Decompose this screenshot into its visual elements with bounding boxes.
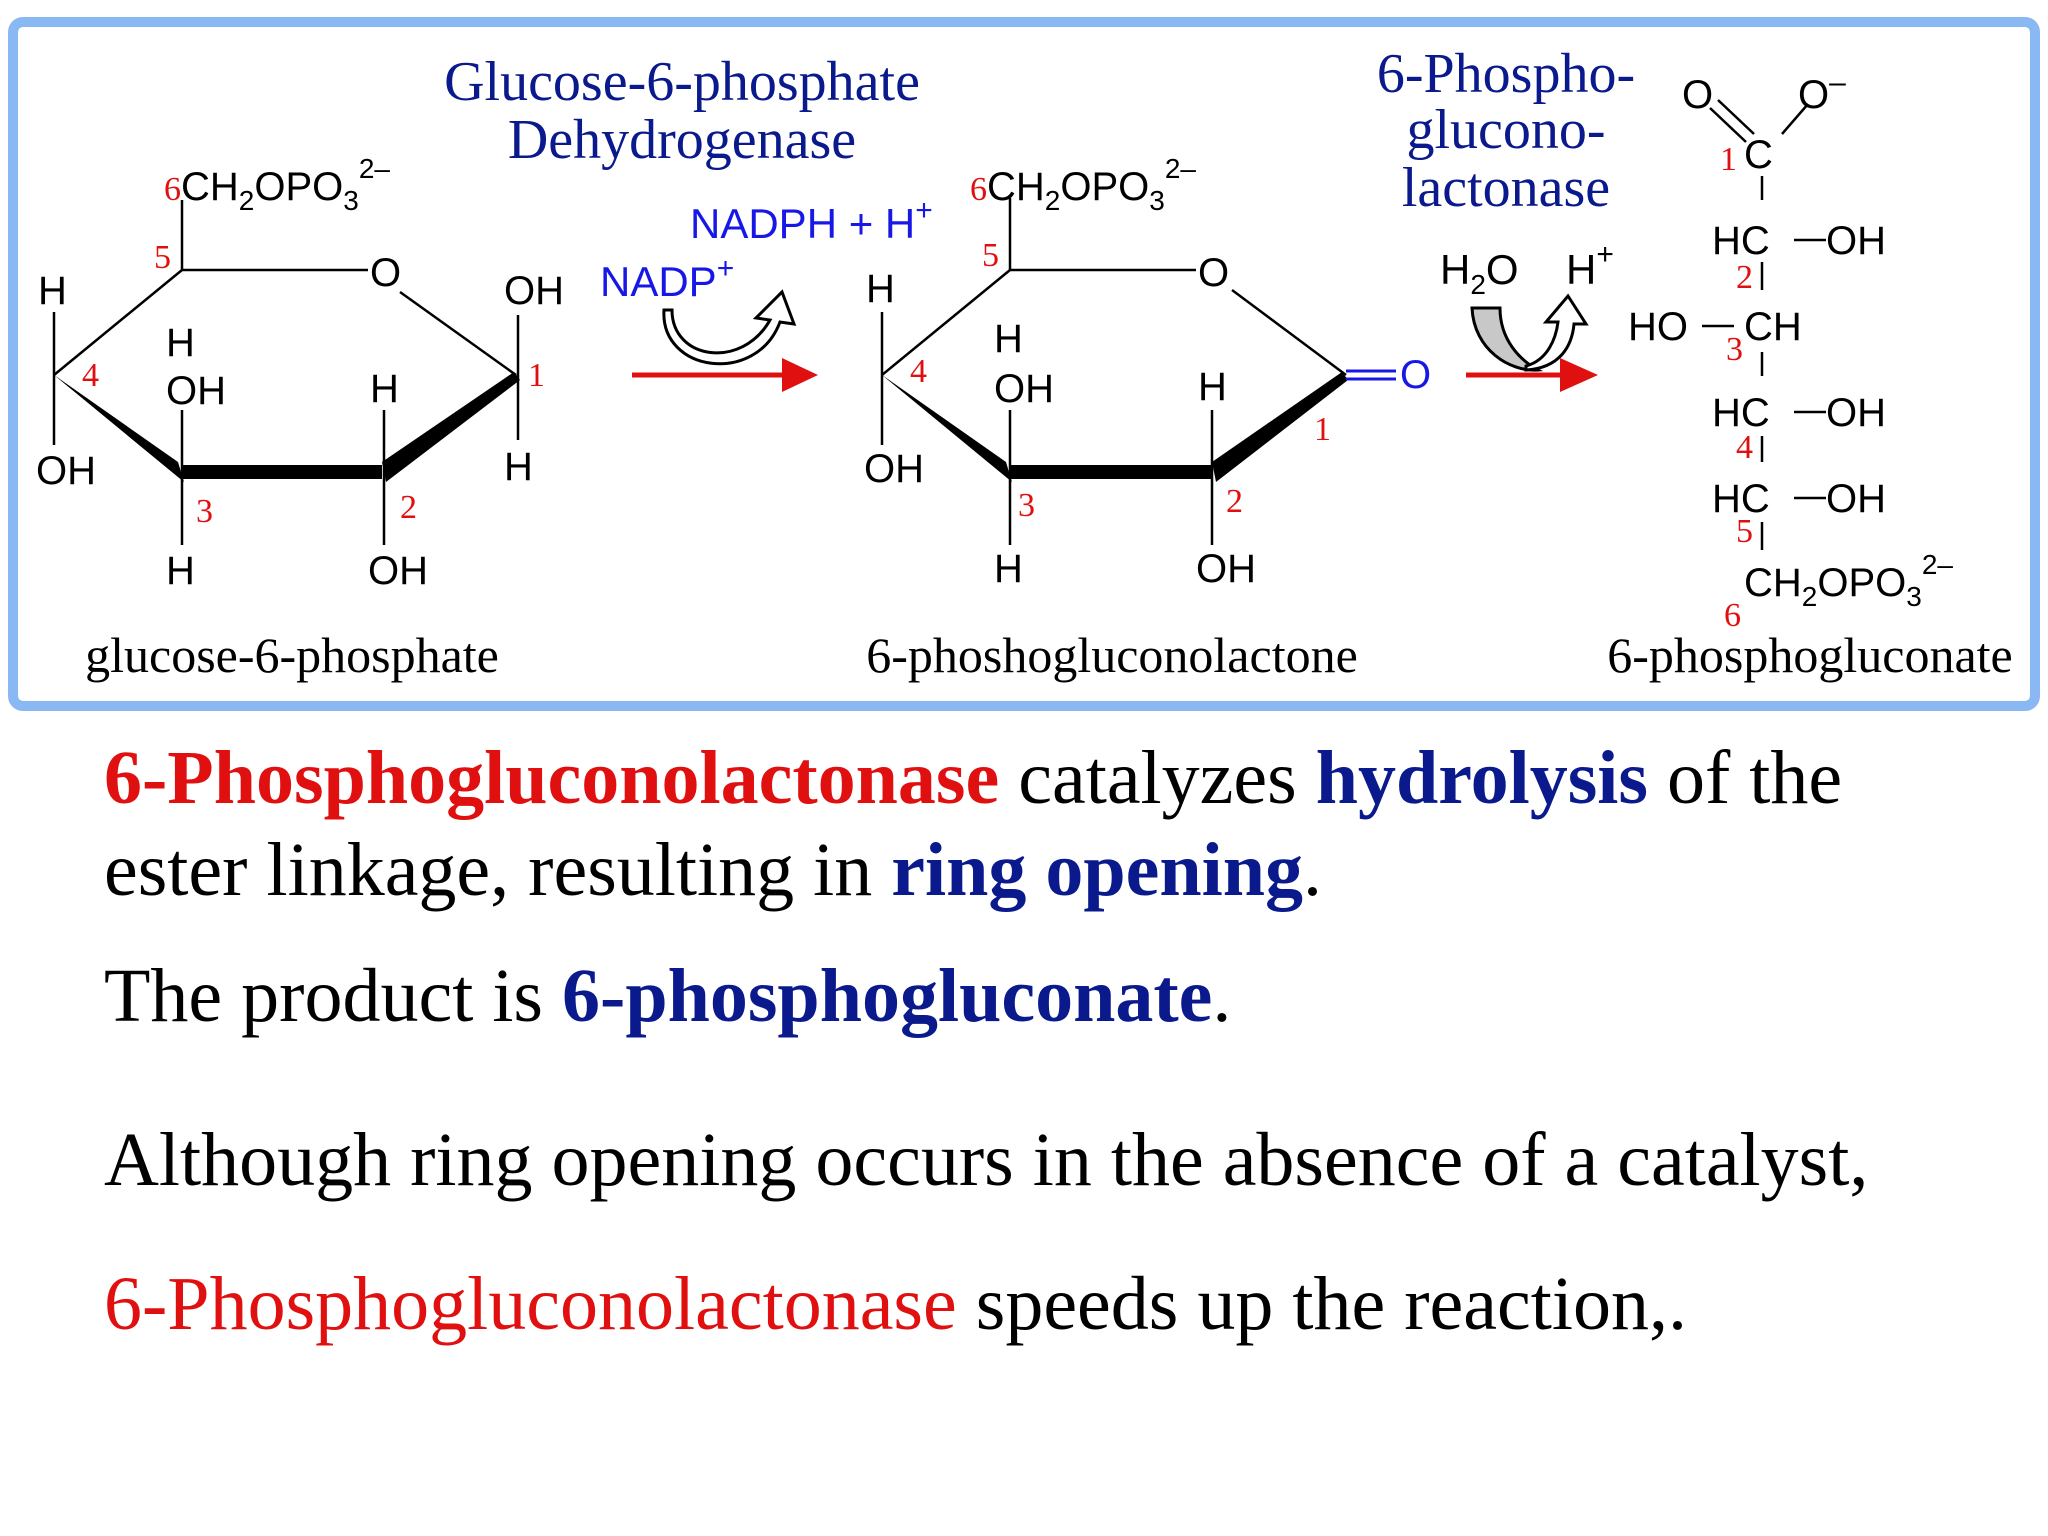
svg-text:OH: OH <box>864 447 924 491</box>
svg-text:CH2OPO32–: CH2OPO32– <box>1744 549 1953 612</box>
6-phoshogluconolactone-atoms: 6CH2OPO32– O O H H OH H OH H OH <box>864 153 1431 591</box>
enzyme-name: 6-Phosphogluconolactonase <box>104 736 1000 820</box>
svg-text:H2O: H2O <box>1440 246 1519 300</box>
6-phosphogluconate-carbon-numbers: 1 2 3 4 5 6 <box>1720 141 1753 634</box>
svg-text:6CH2OPO32–: 6CH2OPO32– <box>970 153 1196 216</box>
svg-text:H: H <box>166 321 195 365</box>
svg-text:3: 3 <box>1726 331 1743 368</box>
svg-text:O: O <box>1682 73 1713 117</box>
svg-text:3: 3 <box>196 493 213 530</box>
svg-text:H: H <box>370 367 399 411</box>
svg-text:OH: OH <box>504 269 564 313</box>
svg-text:OH: OH <box>994 367 1054 411</box>
svg-text:NADP+: NADP+ <box>600 252 734 305</box>
svg-text:1: 1 <box>1314 411 1331 448</box>
svg-text:OH: OH <box>36 449 96 493</box>
svg-text:H+: H+ <box>1566 238 1614 293</box>
svg-text:H: H <box>504 445 533 489</box>
reagents1: NADPH + H+ NADP+ <box>600 194 933 305</box>
6-phoshogluconolactone-structure <box>880 198 1396 545</box>
svg-text:HC: HC <box>1712 391 1770 435</box>
svg-text:C: C <box>1744 133 1773 177</box>
compound-label-1: glucose-6-phosphate <box>85 627 499 683</box>
svg-text:4: 4 <box>1736 429 1753 466</box>
6-phoshogluconolactone-carbon-numbers: 5 4 3 2 1 <box>910 237 1331 524</box>
glucose-6-phosphate-structure <box>52 200 520 545</box>
svg-text:HO: HO <box>1628 305 1688 349</box>
term-ring-opening: ring opening <box>891 828 1304 912</box>
compound-label-2: 6-phoshogluconolactone <box>866 627 1358 683</box>
svg-text:H: H <box>166 549 195 593</box>
svg-text:2: 2 <box>400 489 417 526</box>
svg-text:H: H <box>994 547 1023 591</box>
paragraph-line-4: Although ring opening occurs in the abse… <box>104 1118 1869 1202</box>
svg-text:OH: OH <box>1826 391 1886 435</box>
svg-text:5: 5 <box>982 237 999 274</box>
paragraph-line-5: 6-Phosphogluconolactonase speeds up the … <box>104 1262 1687 1346</box>
cofactor1-curved-arrow <box>662 289 797 366</box>
svg-text:2: 2 <box>1736 259 1753 296</box>
term-product: 6-phosphogluconate <box>562 954 1213 1038</box>
svg-text:OH: OH <box>368 549 428 593</box>
svg-text:OH: OH <box>1826 219 1886 263</box>
svg-text:H: H <box>994 317 1023 361</box>
svg-text:CH: CH <box>1744 305 1802 349</box>
diagram-frame <box>8 17 2040 711</box>
svg-text:O: O <box>370 251 401 295</box>
svg-text:O–: O– <box>1798 66 1846 117</box>
paragraph-line-1: 6-Phosphogluconolactonase catalyzes hydr… <box>104 736 1843 820</box>
svg-text:6-Phospho-: 6-Phospho- <box>1377 43 1635 105</box>
svg-text:O: O <box>1198 251 1229 295</box>
svg-text:5: 5 <box>1736 513 1753 550</box>
svg-text:OH: OH <box>1826 477 1886 521</box>
svg-text:1: 1 <box>528 357 545 394</box>
paragraph-line-3: The product is 6-phosphogluconate. <box>104 954 1232 1038</box>
compound-labels: glucose-6-phosphate 6-phoshogluconolacto… <box>85 627 2013 683</box>
svg-text:6: 6 <box>1724 597 1741 634</box>
reaction-diagram: 6CH2OPO32– O OH H H OH H OH H H OH 5 4 3… <box>8 17 2040 711</box>
paragraph-line-2: ester linkage, resulting in ring opening… <box>104 828 1323 912</box>
6-phosphogluconate-structure <box>1702 99 1826 550</box>
compound-label-3: 6-phosphogluconate <box>1607 627 2012 683</box>
svg-text:1: 1 <box>1720 141 1737 178</box>
svg-text:Glucose-6-phosphate: Glucose-6-phosphate <box>444 51 920 113</box>
glucose-6-phosphate-atoms: 6CH2OPO32– O OH H H OH H OH H H OH <box>36 153 564 593</box>
term-hydrolysis: hydrolysis <box>1315 736 1648 820</box>
svg-text:2: 2 <box>1226 483 1243 520</box>
svg-text:H: H <box>866 267 895 311</box>
reaction2-arrow <box>1466 358 1598 392</box>
svg-text:H: H <box>38 269 67 313</box>
svg-text:4: 4 <box>82 357 99 394</box>
water-in-arrow <box>1470 306 1544 372</box>
svg-text:3: 3 <box>1018 487 1035 524</box>
glucose-6-phosphate-carbon-numbers: 5 4 3 2 1 <box>82 239 545 530</box>
enzyme1-label: Glucose-6-phosphate Dehydrogenase <box>444 51 920 171</box>
svg-text:HC: HC <box>1712 219 1770 263</box>
svg-text:5: 5 <box>154 239 171 276</box>
svg-text:NADPH + H+: NADPH + H+ <box>690 194 933 247</box>
svg-text:glucono-: glucono- <box>1406 99 1605 161</box>
reaction1-arrow <box>632 358 818 392</box>
svg-text:H: H <box>1198 365 1227 409</box>
proton-out-arrow <box>1524 293 1589 372</box>
svg-text:4: 4 <box>910 353 927 390</box>
svg-text:Dehydrogenase: Dehydrogenase <box>508 109 856 171</box>
svg-text:OH: OH <box>1196 547 1256 591</box>
reagents2: H2O H+ <box>1440 238 1614 300</box>
enzyme-name-2: 6-Phosphogluconolactonase <box>104 1262 957 1346</box>
svg-text:lactonase: lactonase <box>1402 157 1610 219</box>
svg-text:OH: OH <box>166 369 226 413</box>
svg-text:O: O <box>1400 353 1431 397</box>
enzyme2-label: 6-Phospho- glucono- lactonase <box>1377 43 1635 219</box>
svg-text:HC: HC <box>1712 477 1770 521</box>
svg-text:6CH2OPO32–: 6CH2OPO32– <box>164 153 390 216</box>
6-phosphogluconate-atoms: O O– C HC OH HO CH HC OH HC OH CH2OPO32– <box>1628 66 1953 612</box>
